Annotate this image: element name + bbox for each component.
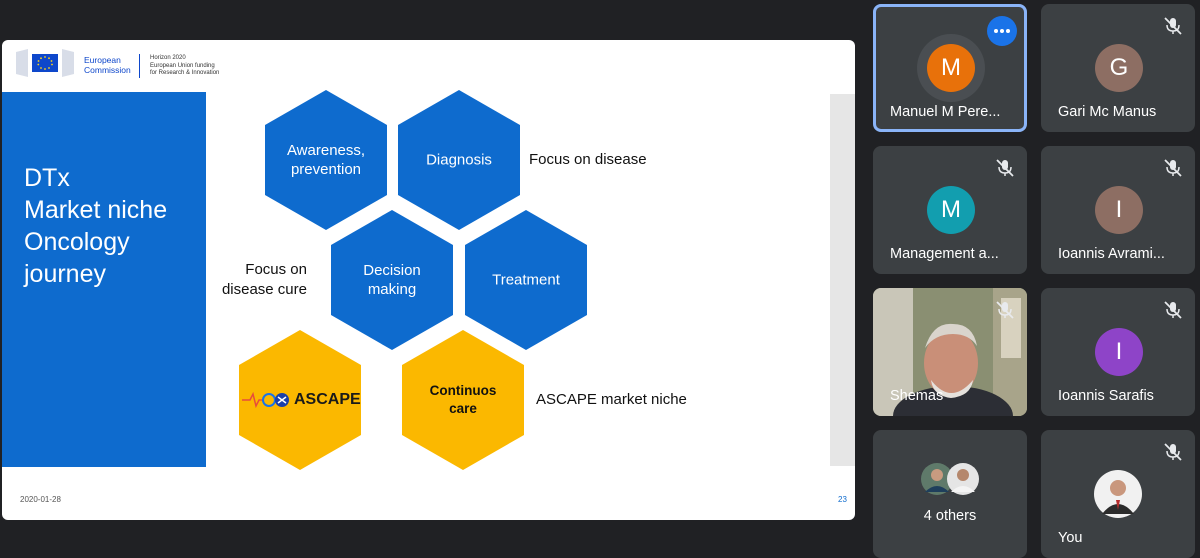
avatar: G bbox=[1095, 44, 1143, 92]
participant-name: Manuel M Pere... bbox=[890, 104, 1001, 120]
participant-name: You bbox=[1058, 530, 1083, 546]
mic-off-icon bbox=[996, 301, 1014, 319]
hexagon-diagnosis bbox=[398, 90, 520, 230]
participant-tile-shemas[interactable]: Shemas bbox=[873, 288, 1027, 416]
ascape-logo: ASCAPE bbox=[242, 390, 362, 410]
participant-tile-ioannis-sarafis[interactable]: I Ioannis Sarafis bbox=[1041, 288, 1195, 416]
slide-edge-strip bbox=[830, 94, 855, 466]
others-avatars bbox=[921, 463, 979, 495]
more-horiz-icon bbox=[994, 29, 1010, 33]
participant-tile-manuel[interactable]: M Manuel M Pere... bbox=[873, 4, 1027, 132]
participant-tile-you[interactable]: You bbox=[1041, 430, 1195, 558]
logo-divider bbox=[139, 54, 140, 78]
program-name: Horizon 2020 European Union funding for … bbox=[150, 55, 220, 76]
hexagon-ascape bbox=[239, 330, 361, 470]
ascape-wordmark: ASCAPE bbox=[294, 391, 361, 408]
participant-name: Ioannis Sarafis bbox=[1058, 388, 1154, 404]
avatar: M bbox=[927, 44, 975, 92]
ascape-logo-mark bbox=[242, 391, 289, 409]
hexagon-awareness bbox=[265, 90, 387, 230]
label-focus-disease: Focus on disease bbox=[529, 151, 647, 168]
mic-off-icon bbox=[996, 159, 1014, 177]
slide-date: 2020-01-28 bbox=[20, 495, 61, 504]
label-awareness: Awareness, prevention bbox=[286, 142, 366, 178]
mic-off-icon bbox=[1164, 159, 1182, 177]
participant-tile-others[interactable]: 4 others bbox=[873, 430, 1027, 558]
mic-off-icon bbox=[1164, 301, 1182, 319]
participant-name: Shemas bbox=[890, 388, 944, 404]
hexagon-treatment bbox=[465, 210, 587, 350]
label-treatment: Treatment bbox=[492, 271, 560, 289]
participant-tile-management[interactable]: M Management a... bbox=[873, 146, 1027, 274]
hexagon-continuous bbox=[402, 330, 524, 470]
hexagon-decision bbox=[331, 210, 453, 350]
more-options-button[interactable] bbox=[987, 16, 1017, 46]
avatar: I bbox=[1095, 186, 1143, 234]
participant-tile-gari[interactable]: G Gari Mc Manus bbox=[1041, 4, 1195, 132]
avatar-photo bbox=[1094, 470, 1142, 518]
title-panel: DTx Market niche Oncology journey bbox=[2, 92, 206, 467]
participant-tile-ioannis-avrami[interactable]: I Ioannis Avrami... bbox=[1041, 146, 1195, 274]
participant-name: Management a... bbox=[890, 246, 999, 262]
video-feed bbox=[873, 288, 1027, 416]
hexagon-diagram bbox=[239, 90, 587, 470]
label-continuous: Continuos care bbox=[429, 383, 497, 416]
slide-page-number: 23 bbox=[838, 495, 847, 504]
others-count: 4 others bbox=[923, 508, 977, 524]
mic-off-icon bbox=[1164, 17, 1182, 35]
participant-name: Gari Mc Manus bbox=[1058, 104, 1157, 120]
label-diagnosis: Diagnosis bbox=[426, 151, 492, 169]
slide-title: DTx Market niche Oncology journey bbox=[24, 164, 168, 288]
mic-off-icon bbox=[1164, 443, 1182, 461]
presentation-slide: European Commission Horizon 2020 Europea… bbox=[2, 40, 855, 520]
label-market-niche: ASCAPE market niche bbox=[536, 391, 687, 408]
european-commission-logo bbox=[14, 48, 76, 78]
label-decision: Decision making bbox=[363, 262, 421, 298]
org-name: European Commission bbox=[84, 55, 131, 75]
participant-name: Ioannis Avrami... bbox=[1058, 246, 1165, 262]
avatar: M bbox=[927, 186, 975, 234]
avatar: I bbox=[1095, 328, 1143, 376]
label-focus-cure: Focus on disease cure bbox=[221, 261, 307, 298]
